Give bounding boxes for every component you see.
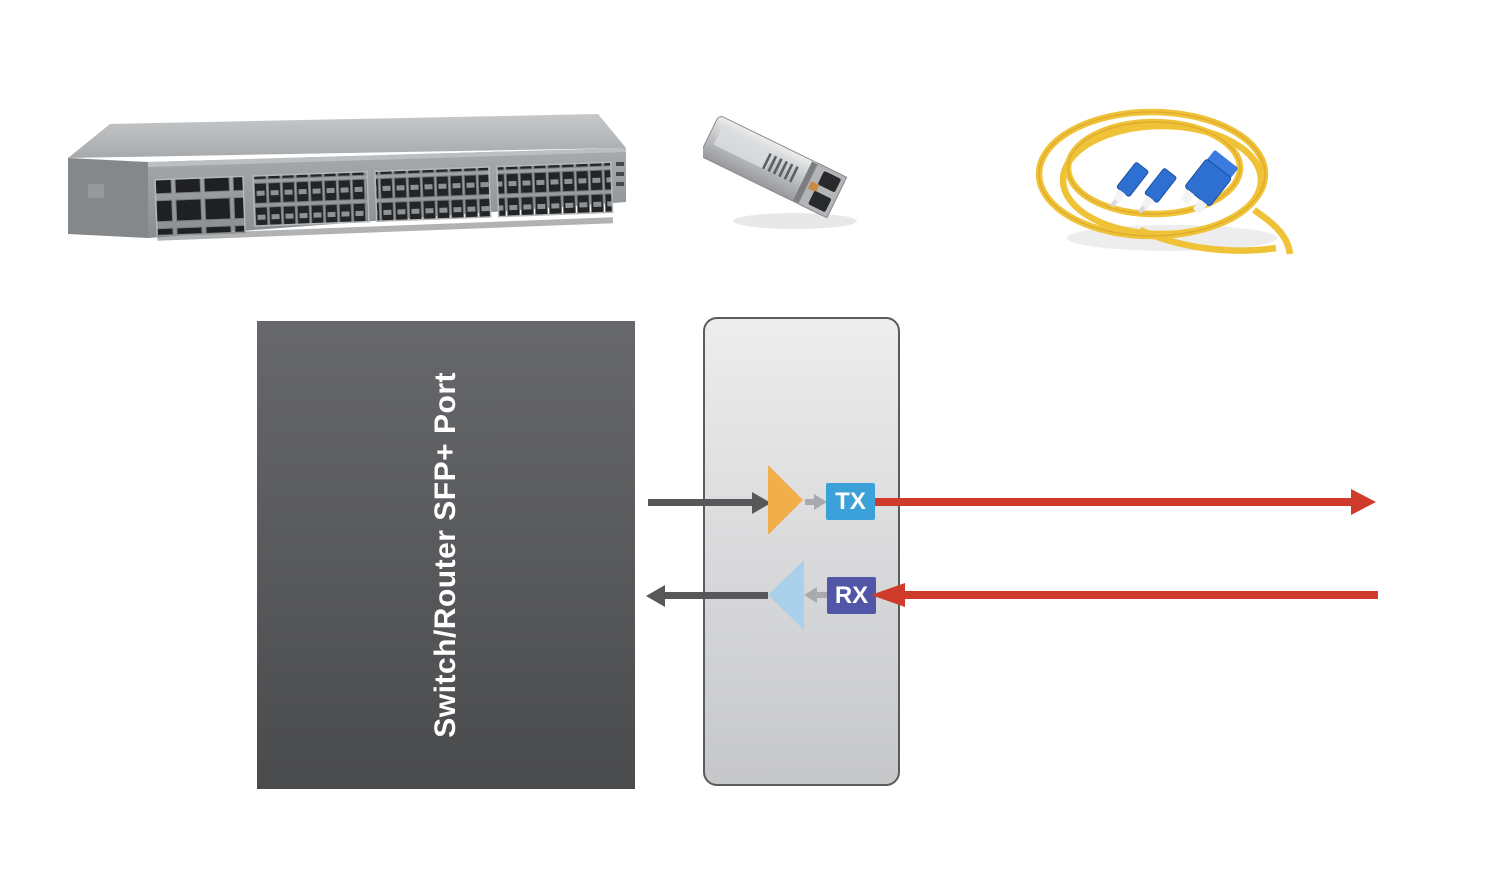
tx-fiber-arrow-shaft	[875, 498, 1353, 506]
switch-side-vent	[88, 184, 104, 198]
tx-electrical-arrow-shaft	[648, 499, 754, 506]
sfp-lc-port-b	[808, 191, 831, 212]
switch-photo	[68, 114, 626, 241]
sfp-shadow	[733, 213, 857, 229]
tx-electrical-arrowhead	[752, 492, 771, 514]
sfp-module-box	[703, 317, 900, 786]
sfp-label	[714, 125, 775, 170]
rx-badge: RX	[827, 577, 876, 614]
sc-connector-1	[1109, 162, 1149, 208]
sc-duplex-connector	[1180, 150, 1238, 214]
switch-port-box: Switch/Router SFP+ Port	[257, 321, 635, 789]
rx-electrical-arrowhead	[646, 585, 665, 607]
fiber-cable-photo	[1035, 108, 1294, 255]
tx-fiber-arrowhead	[1351, 489, 1376, 515]
sfp-module-photo	[703, 116, 857, 229]
sfp-body	[703, 116, 848, 219]
tx-badge: TX	[826, 483, 875, 520]
tx-internal-arrowhead	[814, 494, 827, 510]
switch-status-leds	[616, 162, 624, 186]
sfp-lc-port-a	[818, 171, 841, 192]
cable-coil-highlight	[1038, 111, 1266, 237]
rx-electrical-arrow-shaft	[663, 592, 768, 599]
rx-internal-arrow-shaft	[816, 592, 827, 598]
rx-fiber-arrowhead	[871, 583, 905, 607]
switch-port-field	[154, 161, 614, 241]
switch-chassis	[68, 114, 626, 241]
switch-port-label: Switch/Router SFP+ Port	[429, 372, 462, 738]
rx-fiber-arrow-shaft	[903, 591, 1378, 599]
rx-photodiode-triangle-icon	[768, 560, 804, 630]
rx-internal-arrowhead	[804, 587, 817, 603]
sc-connector-2	[1137, 168, 1177, 214]
tx-internal-arrow-shaft	[805, 499, 815, 505]
tx-laser-driver-triangle-icon	[768, 465, 803, 535]
sfp-vents	[762, 152, 799, 183]
sfp-pcb-edge	[807, 181, 820, 193]
